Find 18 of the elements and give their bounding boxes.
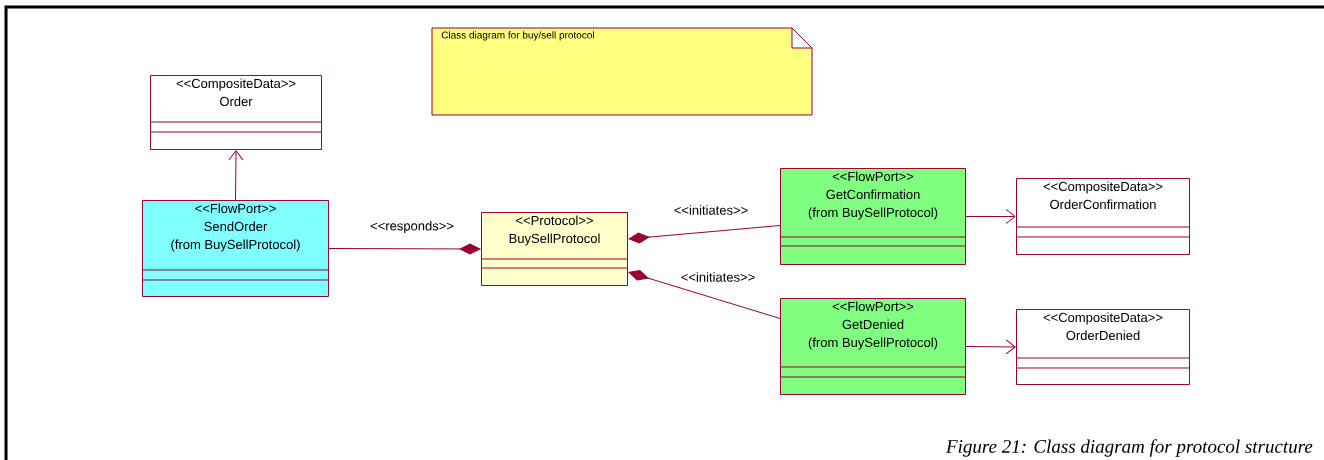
- connector: [628, 270, 781, 319]
- class-box: <<FlowPort>> GetDenied (from BuySellProtocol): [779, 298, 966, 395]
- connector: [228, 150, 244, 201]
- class-box: <<Protocol>> BuySellProtocol: [480, 212, 628, 286]
- figure-caption: Figure 21: Class diagram for protocol structure: [945, 439, 1313, 457]
- class-box: <<FlowPort>> SendOrder (from BuySellProtocol): [141, 200, 329, 297]
- class-box: <<FlowPort>> GetConfirmation (from BuySellProtocol): [779, 168, 966, 265]
- note-box: Class diagram for buy/sell protocol: [431, 27, 813, 116]
- connector: [628, 225, 781, 244]
- class-box: <<CompositeData>> Order: [149, 75, 322, 150]
- edge-label: <<initiates>>: [672, 204, 750, 216]
- edge-label: <<responds>>: [369, 219, 455, 235]
- connector: [965, 209, 1016, 224]
- connector: [965, 339, 1016, 355]
- class-box: <<CompositeData>> OrderDenied: [1015, 309, 1190, 385]
- edge-label: <<initiates>>: [679, 271, 757, 283]
- class-box: <<CompositeData>> OrderConfirmation: [1015, 178, 1190, 255]
- connector: [328, 243, 481, 255]
